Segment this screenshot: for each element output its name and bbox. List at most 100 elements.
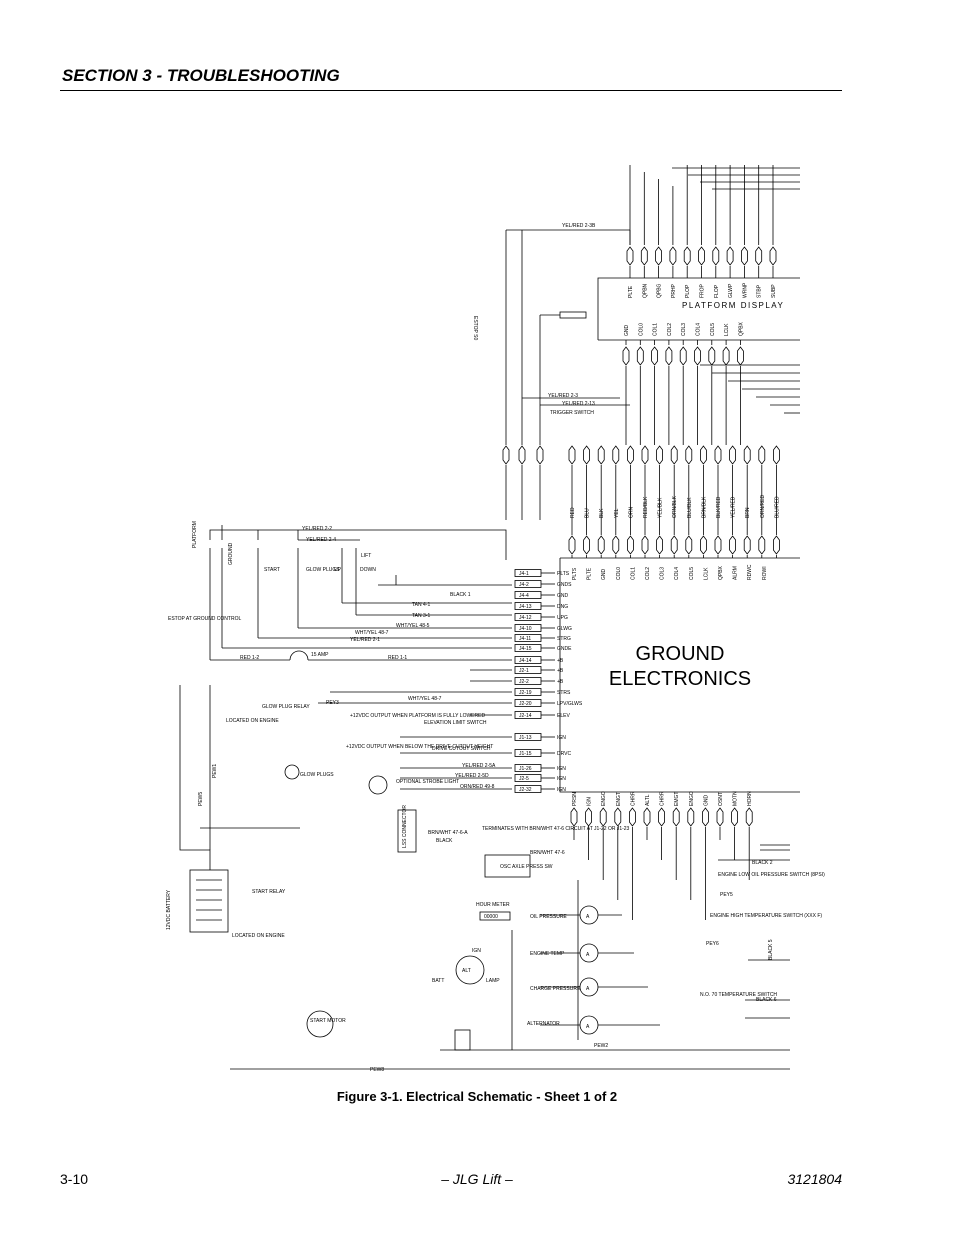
svg-text:PEW8: PEW8: [370, 1067, 384, 1073]
ground-left-pin: STRG: [557, 636, 571, 642]
ground-left-pin: +B: [557, 679, 564, 685]
svg-text:DOWN: DOWN: [360, 567, 376, 573]
left-control-circuit: [179, 525, 790, 1070]
wire-color-label: BRN/BLK: [701, 496, 707, 518]
svg-text:YEL/RED 2-4: YEL/RED 2-4: [306, 537, 336, 543]
pd-lower-pin-label: GND: [624, 325, 630, 337]
svg-text:GLOW PLUG RELAY: GLOW PLUG RELAY: [262, 704, 310, 710]
svg-text:TAN 3-1: TAN 3-1: [412, 613, 430, 619]
pd-lower-pin-label: COL4: [696, 323, 702, 336]
svg-text:+12VDC OUTPUT WHEN PLATFORM IS: +12VDC OUTPUT WHEN PLATFORM IS FULLY LOW…: [350, 713, 485, 719]
svg-text:YEL/RED 2-2: YEL/RED 2-2: [302, 526, 332, 532]
svg-text:PEW1: PEW1: [212, 764, 218, 778]
wire-color-label: BLU/RED: [774, 496, 780, 518]
pd-lower-pin-label: QPBX: [738, 321, 744, 336]
connector-label: J2-32: [519, 787, 532, 793]
ground-left-pin: GNDS: [557, 582, 572, 588]
pd-pin-label: STBP: [757, 284, 763, 298]
svg-text:BLACK 2: BLACK 2: [752, 860, 773, 866]
ground-bottom-pin: ENGO: [689, 791, 695, 806]
svg-text:WHT/YEL 48-7: WHT/YEL 48-7: [355, 630, 389, 636]
svg-text:LOCATED ON ENGINE: LOCATED ON ENGINE: [226, 718, 279, 724]
svg-text:ALT: ALT: [462, 968, 471, 974]
connector-label: J4-1: [519, 571, 529, 577]
svg-text:GROUND: GROUND: [228, 542, 234, 565]
svg-text:LAMP: LAMP: [486, 978, 500, 984]
page-number: 3-10: [60, 1171, 89, 1187]
ground-pin-label: PLTS: [572, 567, 578, 580]
svg-text:PEY3: PEY3: [326, 700, 339, 706]
connector-label: J4-15: [519, 646, 532, 652]
svg-text:START RELAY: START RELAY: [252, 889, 286, 895]
ground-pin-label: COL1: [630, 567, 636, 580]
svg-text:BRN/WHT 47-6-A: BRN/WHT 47-6-A: [428, 830, 468, 836]
svg-text:BATT: BATT: [432, 978, 444, 984]
ground-bottom-pin: PRSN: [572, 792, 578, 806]
ground-left-pin: IGN: [557, 787, 566, 793]
ground-electronics-outline: [559, 557, 800, 793]
svg-text:WHT/YEL 48-7: WHT/YEL 48-7: [408, 696, 442, 702]
svg-text:YEL/RED 2-1: YEL/RED 2-1: [350, 637, 380, 643]
wire-color-label: BLK: [599, 508, 605, 518]
ground-left-pin: ELEV: [557, 713, 570, 719]
pd-pin-label: WRNP: [742, 282, 748, 298]
pd-pin-label: SUBP: [771, 284, 777, 298]
svg-text:+12VDC OUTPUT WHEN BELOW THE D: +12VDC OUTPUT WHEN BELOW THE DRIVE CUTOU…: [346, 744, 493, 750]
svg-text:RED 1-2: RED 1-2: [240, 655, 259, 661]
ground-pin-label: GND: [601, 569, 607, 581]
pd-pin-label: QPBG: [657, 283, 663, 298]
ground-left-pin: PLTS: [557, 571, 570, 577]
svg-text:ALTERNATOR: ALTERNATOR: [527, 1021, 560, 1027]
svg-text:YEL/RED 2-5D: YEL/RED 2-5D: [455, 773, 489, 779]
header-rule: [60, 90, 842, 91]
left-labels: PLATFORM GROUND START GLOW PLUGS LIFT UP…: [166, 521, 825, 1027]
wire-color-label: ORN/BLK: [672, 495, 678, 518]
svg-text:ENGINE LOW OIL PRESSURE SWITCH: ENGINE LOW OIL PRESSURE SWITCH (8PSI): [718, 872, 825, 878]
svg-text:START: START: [264, 567, 280, 573]
connector-label: J1-13: [519, 735, 532, 741]
ground-left-pin: +B: [557, 668, 564, 674]
pd-pin-label: PLOP: [685, 284, 691, 298]
wire-color-label: ORN/RED: [760, 495, 766, 518]
wire-labels: YEL/RED 2-2 YEL/RED 2-4 BLACK 1 TAN 4-1 …: [198, 526, 733, 1073]
ground-bottom-pin: ENGT: [616, 792, 622, 806]
ground-pin-label: COL5: [689, 567, 695, 580]
ground-bottom-pin: ALTL: [645, 794, 651, 806]
pd-lower-pin-label: COL2: [667, 323, 673, 336]
svg-text:LOCATED ON ENGINE: LOCATED ON ENGINE: [232, 933, 285, 939]
wire-color-label: ORN: [628, 507, 634, 519]
ground-left-pin: IGN: [557, 766, 566, 772]
ground-left-pin: +B: [557, 658, 564, 664]
ground-electronics-line2: ELECTRONICS: [608, 668, 752, 690]
pd-lower-pin-label: LCLK: [724, 323, 730, 336]
svg-text:UP: UP: [334, 567, 342, 573]
svg-text:LIFT: LIFT: [361, 553, 371, 559]
svg-text:OSC AXLE PRESS SW: OSC AXLE PRESS SW: [500, 864, 553, 870]
ground-left-pin: DRVC: [557, 751, 571, 757]
ground-pin-label: COL4: [674, 567, 680, 580]
ground-electronics-line1: GROUND: [635, 643, 725, 665]
estop-label: ESTOP S0: [472, 316, 478, 340]
svg-text:00000: 00000: [484, 914, 498, 920]
svg-text:START MOTOR: START MOTOR: [310, 1018, 346, 1024]
top-harness-wire: YEL/RED 2-3B ESTOP S0 YEL/RED 2-3 YEL/RE…: [472, 223, 631, 445]
ground-left-pin: GND: [557, 593, 569, 599]
svg-text:A: A: [586, 986, 590, 992]
svg-text:GLOW PLUGS: GLOW PLUGS: [300, 772, 334, 778]
ground-bottom-pin: MOTN: [733, 791, 739, 806]
connector-label: J4-11: [519, 636, 531, 642]
doc-number: 3121804: [787, 1171, 842, 1187]
svg-text:ESTOP AT GROUND CONTROL: ESTOP AT GROUND CONTROL: [168, 616, 241, 622]
svg-text:BRN/WHT 47-6: BRN/WHT 47-6: [530, 850, 565, 856]
ground-pin-label: COL0: [616, 567, 622, 580]
ground-left-pin: LPV/GLWS: [557, 701, 583, 707]
svg-text:BLACK: BLACK: [436, 838, 453, 844]
svg-text:OIL PRESSURE: OIL PRESSURE: [530, 914, 567, 920]
connector-label: J2-20: [519, 701, 532, 707]
svg-text:HOUR METER: HOUR METER: [476, 902, 510, 908]
svg-text:DRIVE CUTOUT SWITCH: DRIVE CUTOUT SWITCH: [432, 746, 491, 752]
wire-color-label: BLU: [585, 508, 591, 518]
